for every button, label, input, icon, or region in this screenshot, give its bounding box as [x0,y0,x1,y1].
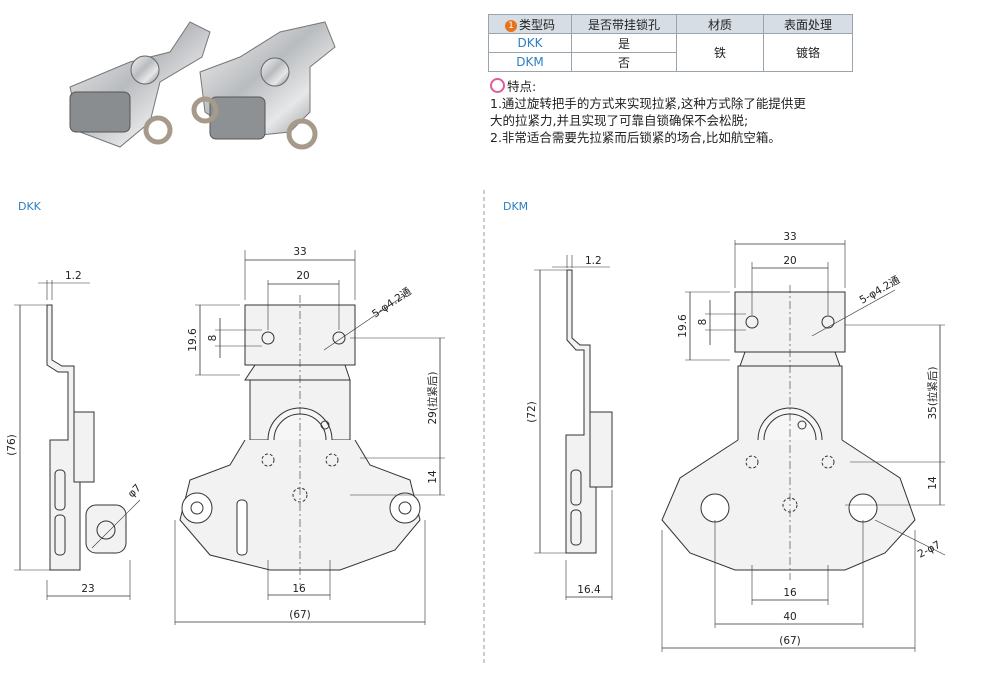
header-surface: 表面处理 [763,14,853,34]
features-title: 特点: [490,78,870,95]
dkm-dim-side-depth: 16.4 [577,584,601,596]
header-material: 材质 [676,14,764,34]
dkk-dim-holes: 5-φ4.2通 [370,285,414,320]
material-cell: 铁 [676,33,764,72]
dkm-dim-holes: 5-φ4.2通 [858,274,903,307]
dkk-dim-hole-pitch: 8 [207,335,219,342]
surface-cell: 镀铬 [763,33,853,72]
feature-badge-icon [490,78,505,93]
dkm-dim-width-outer: 33 [783,231,796,243]
feature-line: 大的拉紧力,并且实现了可靠自锁确保不会松脱; [490,113,749,128]
dkm-dim-bottom-pitch: 16 [783,587,797,599]
padlock-cell: 是 [571,33,677,53]
latch-photo-left [69,21,211,148]
dkk-dim-ring-dia: φ7 [126,482,144,500]
feature-line: 2.非常适合需要先拉紧而后锁紧的场合,比如航空箱。 [490,130,781,145]
dkm-dim-thickness: 1.2 [585,255,602,267]
table-row: DKK 是 铁 镀铬 [488,33,853,72]
dkk-dim-pull: 29(拉紧后) [426,371,439,424]
dkk-front-view [174,250,445,625]
feature-line: 1.通过旋转把手的方式来实现拉紧,这种方式除了能提供更 [490,96,806,111]
dkm-dim-side-holes: 2-φ7 [916,539,943,561]
code-cell: DKM [488,52,572,72]
dkm-dim-total-height: (72) [526,401,538,423]
dkm-front-view [661,240,946,652]
dkk-dim-bottom-pitch: 16 [292,583,306,595]
dkk-dim-width-inner: 20 [296,270,309,282]
dkm-dim-width-inner: 20 [783,255,796,267]
latch-photo-right [191,21,336,150]
dkm-label: DKM [503,200,529,213]
dkk-dim-lower-offset: 14 [427,470,439,484]
dkm-dim-plate-height: 19.6 [677,314,689,338]
dkk-dim-total-height: (76) [6,434,18,456]
table-row: DKM 否 [488,52,853,72]
dkk-side-view [14,280,141,600]
product-photo [69,21,336,150]
padlock-cell: 否 [571,52,677,72]
dkk-dim-side-depth: 23 [81,583,94,595]
code-cell: DKK [488,33,572,53]
dkk-dim-total-width: (67) [289,609,311,621]
dkm-dim-pull: 35(拉紧后) [926,366,939,419]
dkm-side-view [534,255,613,600]
dkk-dim-plate-height: 19.6 [187,328,199,352]
features-block: 特点: 1.通过旋转把手的方式来实现拉紧,这种方式除了能提供更 大的拉紧力,并且… [490,78,870,146]
dkm-dim-total-width: (67) [779,635,801,647]
dkm-dim-mid-width: 40 [783,611,796,623]
header-padlock: 是否带挂锁孔 [571,14,677,34]
dkk-dim-thickness: 1.2 [65,270,82,282]
dkk-label: DKK [18,200,41,213]
dkm-dim-hole-pitch: 8 [697,319,709,326]
dkk-dim-width-outer: 33 [293,246,306,258]
number-badge: 1 [504,19,517,32]
dkm-dim-lower-offset: 14 [927,476,939,490]
